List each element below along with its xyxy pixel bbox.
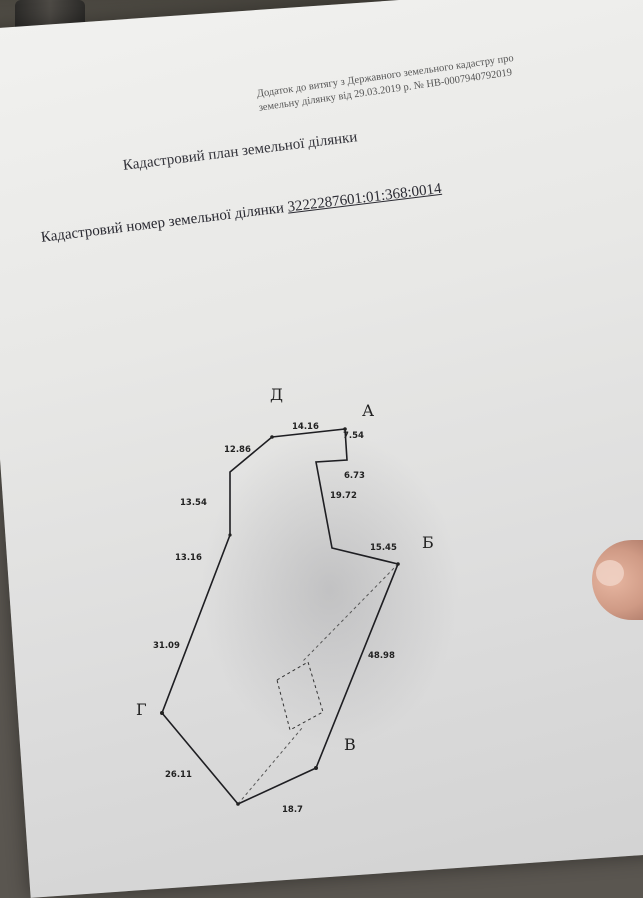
point-label-g: Г — [136, 700, 147, 719]
segment-length: 26.11 — [165, 770, 192, 780]
inner-dashed-line-2 — [237, 727, 303, 805]
segment-length: 7.54 — [343, 431, 364, 441]
point-a-marker — [343, 427, 347, 431]
segment-length: 14.16 — [292, 422, 319, 432]
segment-length: 15.45 — [370, 543, 397, 553]
inner-dashed-building — [276, 661, 324, 731]
parcel-plan: А Б В Г Д 14.16 7.54 6.73 19.72 15.45 48… — [136, 385, 434, 815]
point-label-d: Д — [270, 385, 283, 404]
vertex-marker — [228, 533, 232, 537]
point-g-marker — [160, 711, 164, 715]
segment-length: 19.72 — [330, 491, 357, 501]
point-b-marker — [396, 562, 400, 566]
point-d-marker — [270, 435, 274, 439]
point-label-v: В — [344, 735, 356, 754]
vertex-marker — [236, 802, 240, 806]
paper-shadow — [200, 430, 460, 750]
point-label-b: Б — [422, 533, 434, 552]
segment-length: 12.86 — [224, 445, 251, 455]
inner-dashed-line-1 — [301, 563, 399, 663]
segment-length: 18.7 — [282, 805, 303, 815]
point-v-marker — [314, 766, 318, 770]
segment-length: 48.98 — [368, 651, 395, 661]
segment-length: 13.16 — [175, 553, 202, 563]
point-label-a: А — [362, 401, 374, 420]
segment-length: 31.09 — [153, 641, 180, 651]
parcel-boundary — [161, 428, 400, 805]
segment-length: 6.73 — [344, 471, 365, 481]
finger-nail — [596, 560, 624, 586]
segment-length: 13.54 — [180, 498, 207, 508]
